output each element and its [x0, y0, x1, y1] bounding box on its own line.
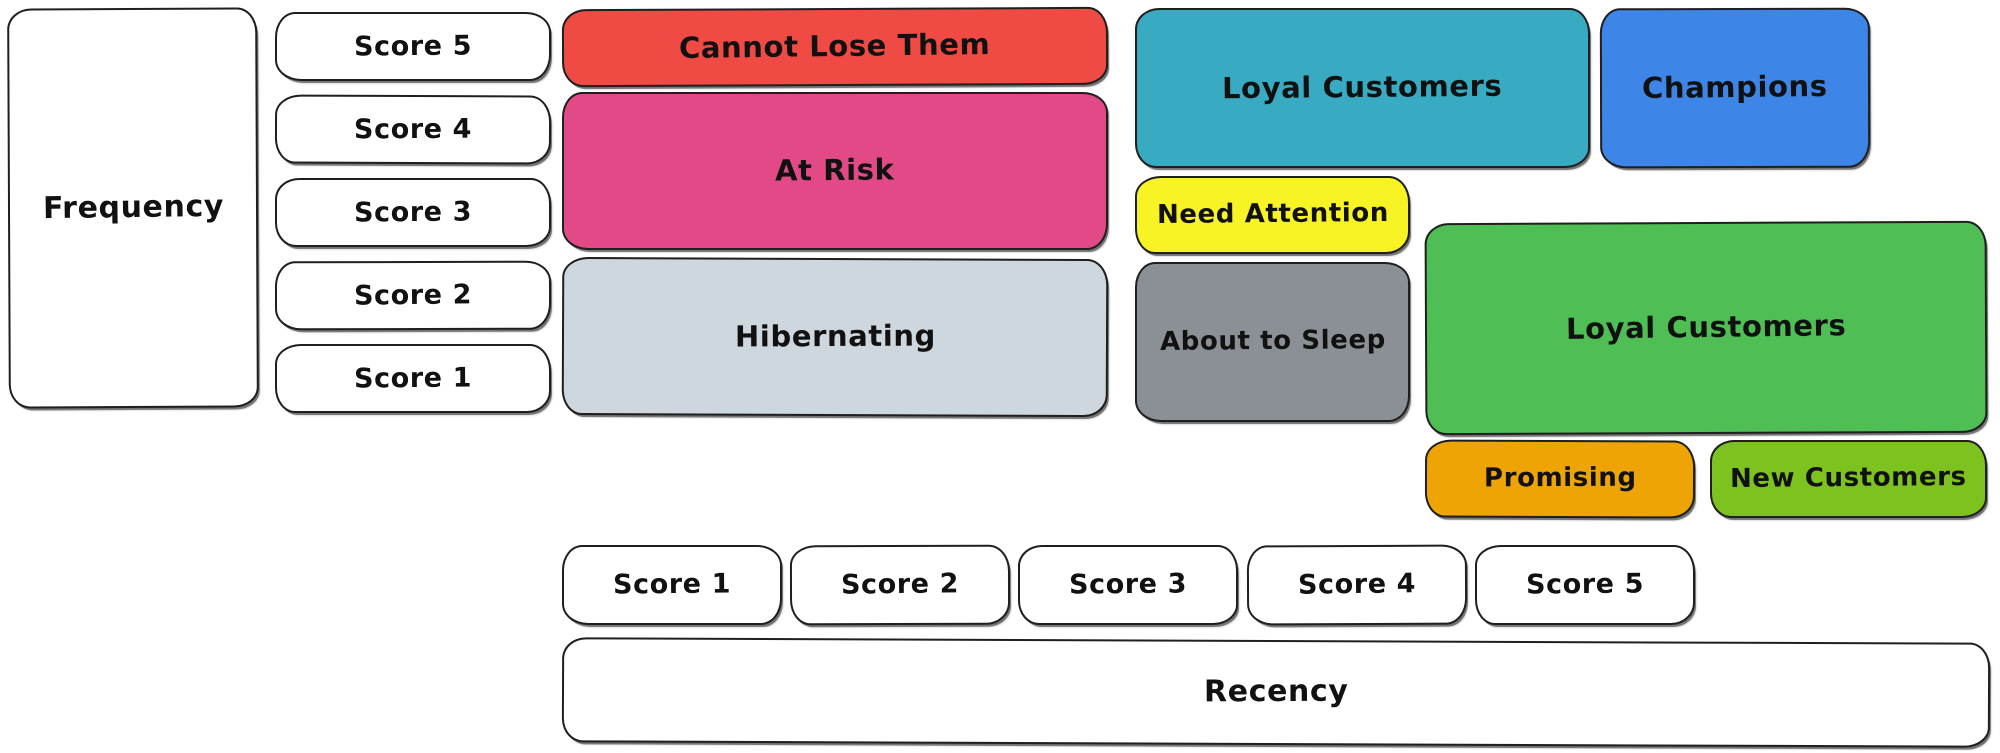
frequency-axis-text: Frequency	[42, 188, 224, 226]
segment-loyal-customers-green[interactable]: Loyal Customers	[1424, 220, 1988, 436]
segment-champions[interactable]: Champions	[1599, 7, 1871, 169]
segment-need-attention[interactable]: Need Attention	[1135, 176, 1410, 254]
recency-axis-label[interactable]: Recency	[561, 637, 1991, 748]
recency-axis-text: Recency	[1203, 673, 1349, 710]
recency-scale-score-5[interactable]: Score 5	[1475, 545, 1695, 625]
frequency-scale-score-5[interactable]: Score 5	[275, 12, 551, 81]
segment-about-to-sleep[interactable]: About to Sleep	[1135, 262, 1410, 422]
recency-scale-score-4[interactable]: Score 4	[1246, 544, 1468, 626]
frequency-scale-score-4[interactable]: Score 4	[274, 94, 552, 165]
frequency-scale-score-2[interactable]: Score 2	[274, 260, 552, 331]
segment-at-risk[interactable]: At Risk	[562, 92, 1108, 250]
segment-new-customers[interactable]: New Customers	[1710, 440, 1987, 518]
segment-cannot-lose-them[interactable]: Cannot Lose Them	[561, 6, 1109, 88]
frequency-axis-label[interactable]: Frequency	[7, 7, 259, 409]
frequency-scale-score-3[interactable]: Score 3	[275, 178, 551, 247]
frequency-scale-score-1[interactable]: Score 1	[275, 344, 551, 413]
segment-hibernating[interactable]: Hibernating	[561, 256, 1109, 418]
recency-scale-score-1[interactable]: Score 1	[562, 545, 782, 625]
recency-scale-score-2[interactable]: Score 2	[789, 544, 1011, 626]
segment-promising[interactable]: Promising	[1424, 439, 1696, 519]
segment-loyal-customers-teal[interactable]: Loyal Customers	[1135, 8, 1590, 168]
recency-scale-score-3[interactable]: Score 3	[1018, 545, 1238, 625]
